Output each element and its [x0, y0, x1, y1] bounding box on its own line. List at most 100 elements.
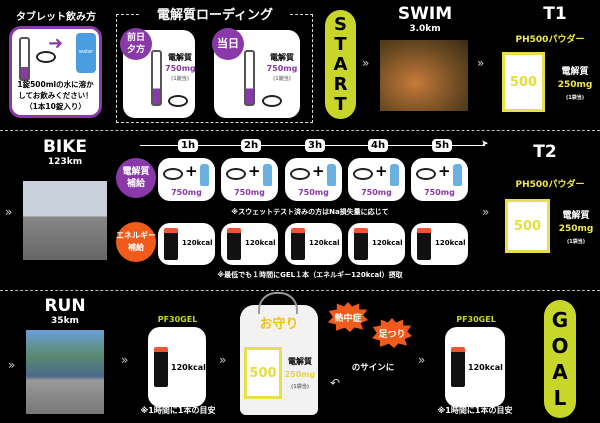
badge-day-before-evening: 前日夕方: [120, 28, 152, 60]
tablet-tube-icon: [151, 50, 162, 106]
energy-amount: 120kcal: [309, 239, 340, 247]
t1-product: PH500パウダー: [515, 35, 585, 45]
omamori-note: (1袋当): [290, 384, 310, 390]
letter: R: [333, 73, 348, 95]
water-bottle-icon: [263, 164, 272, 186]
curved-arrow-icon: ↶: [330, 376, 341, 390]
hour-label: 3h: [305, 139, 326, 152]
badge-race-day: 当日: [212, 28, 244, 60]
electrolyte-amount: 750mg: [298, 188, 329, 197]
tablet-tube-icon: [19, 37, 30, 81]
water-bottle-icon: [327, 164, 336, 186]
chevron-right-icon: »: [5, 205, 13, 219]
electrolyte-amount: 750mg: [361, 188, 392, 197]
energy-card: 120kcal: [221, 223, 278, 265]
label: 電解質: [168, 53, 192, 62]
amount: 750mg: [165, 64, 196, 73]
electrolyte-card: + 750mg: [411, 158, 468, 201]
tablet-tube-icon: [244, 50, 255, 106]
t1-label: 電解質: [561, 67, 589, 77]
t1-amount: 250mg: [557, 80, 593, 90]
swim-distance: 3.0km: [409, 24, 441, 34]
plus-icon: +: [248, 162, 261, 180]
water-bottle-icon: [453, 164, 462, 186]
instruction-line: （1本10錠入り）: [25, 102, 86, 111]
hour-label: 4h: [368, 139, 389, 152]
note: (1錠当): [170, 76, 190, 82]
gel-icon: [451, 347, 465, 387]
energy-badge: エネルギー補給: [116, 222, 156, 262]
badge-text: 電解質: [122, 167, 150, 177]
t2-title: T2: [533, 142, 557, 162]
tablet-icon: [168, 95, 188, 107]
hour-label: 2h: [241, 139, 262, 152]
energy-card: 120kcal: [411, 223, 468, 265]
gel1-amount: 120kcal: [171, 363, 206, 372]
chevron-right-icon: »: [219, 353, 227, 367]
water-bottle-icon: [200, 164, 209, 186]
bike-distance: 123km: [47, 157, 83, 167]
letter: S: [334, 13, 347, 35]
badge-text: 前日: [126, 33, 145, 43]
energy-amount: 120kcal: [182, 239, 213, 247]
t1-title: T1: [543, 4, 567, 24]
electrolyte-amount: 750mg: [424, 188, 455, 197]
gel-icon: [291, 228, 305, 260]
gel-icon: [417, 228, 431, 260]
gel1-note: ※1時間に1本の目安: [140, 406, 216, 415]
tablet-instructions-card: ➜ water 1錠500mlの水に溶か してお飲みください！ （1本10錠入り…: [9, 26, 102, 118]
sign-text: のサインに: [351, 363, 395, 373]
t2-label: 電解質: [562, 211, 590, 221]
gel1-card: 120kcal: [148, 327, 206, 407]
omamori-powder-packet: 500: [244, 347, 282, 399]
gel-icon: [354, 228, 368, 260]
letter: A: [552, 360, 568, 384]
omamori-amount: 250mg: [284, 370, 316, 379]
t1-note: (1袋当): [565, 95, 585, 101]
electrolyte-card: + 750mg: [221, 158, 278, 201]
gel-icon: [154, 347, 168, 387]
tablet-icon: [353, 168, 373, 180]
loading-title: 電解質ローディング: [140, 4, 290, 23]
electrolyte-amount: 750mg: [234, 188, 265, 197]
chevron-right-icon: »: [418, 353, 426, 367]
t2-amount: 250mg: [558, 224, 594, 234]
t2-product: PH500パウダー: [515, 180, 585, 190]
chevron-right-icon: »: [8, 358, 16, 372]
electrolyte-note: ※スウェットテスト済みの方はNa損失量に応じて: [231, 208, 389, 216]
badge-text: 補給: [128, 243, 144, 252]
tablet-icon: [416, 168, 436, 180]
note: (1錠当): [272, 76, 292, 82]
tablet-icon: [163, 168, 183, 180]
chevron-right-icon: »: [477, 56, 485, 70]
swim-photo: [380, 40, 468, 111]
t2-powder-packet: 500: [505, 199, 550, 253]
divider: [0, 290, 600, 291]
plus-icon: +: [312, 162, 325, 180]
run-photo: [26, 330, 104, 414]
energy-amount: 120kcal: [435, 239, 466, 247]
letter: G: [551, 308, 569, 332]
heatstroke-burst: 熱中症: [328, 302, 368, 332]
gel2-amount: 120kcal: [468, 363, 503, 372]
water-bottle-icon: water: [76, 33, 96, 73]
electrolyte-card: + 750mg: [158, 158, 215, 201]
chevron-right-icon: »: [121, 353, 129, 367]
letter: T: [334, 33, 347, 55]
chevron-right-icon: »: [362, 56, 370, 70]
instruction-line: 1錠500mlの水に溶か: [17, 80, 94, 89]
omamori-title: お守り: [259, 317, 299, 332]
omamori-charm: お守り 500 電解質 250mg (1袋当): [240, 305, 318, 415]
letter: L: [553, 386, 567, 410]
badge-text: 夕方: [126, 45, 145, 55]
tablet-icon: [226, 168, 246, 180]
plus-icon: +: [375, 162, 388, 180]
energy-amount: 120kcal: [372, 239, 403, 247]
bike-title: BIKE: [42, 137, 88, 157]
arrow-icon: ➜: [48, 33, 64, 54]
badge-text: 補給: [126, 179, 145, 189]
bike-photo: [23, 181, 107, 260]
gel2-card: 120kcal: [445, 327, 505, 407]
